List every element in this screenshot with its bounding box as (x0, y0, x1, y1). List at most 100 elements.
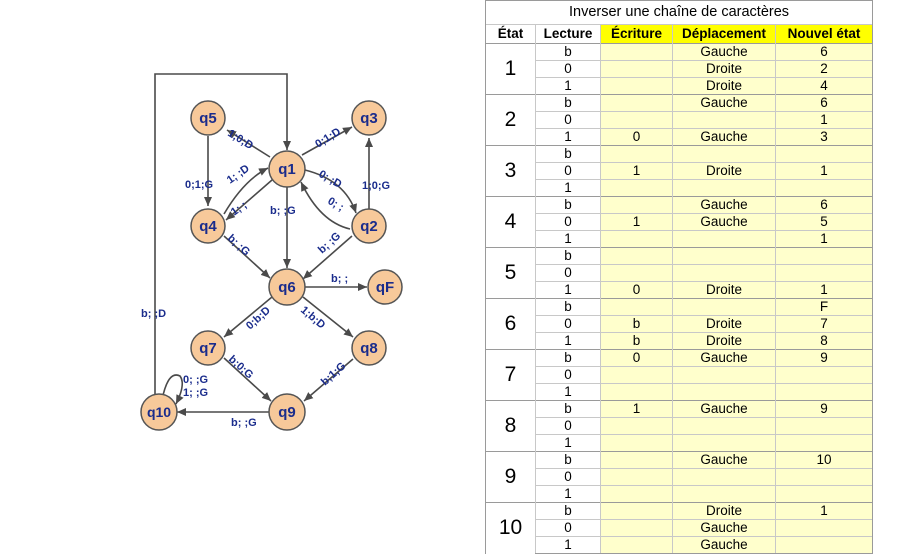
node-q2-label: q2 (360, 218, 378, 235)
node-qF: qF (367, 269, 403, 305)
deplacement-cell: Gauche (672, 400, 776, 418)
deplacement-cell (672, 485, 776, 503)
edge-q4-q6 (223, 235, 271, 279)
table-title: Inverser une chaîne de caractères (484, 0, 874, 25)
table-row: 0 (486, 468, 874, 486)
deplacement-cell (672, 230, 776, 248)
lecture-cell: 1 (535, 128, 601, 146)
edge-q2-q6 (302, 235, 353, 280)
transition-table-grid: Inverser une chaîne de caractères État L… (484, 0, 874, 554)
edge-q10-q1 (154, 73, 291, 398)
table-row: 0 (486, 417, 874, 435)
deplacement-cell (672, 145, 776, 163)
lecture-cell: 1 (535, 230, 601, 248)
nouvel-etat-cell: 6 (774, 94, 874, 112)
node-q5: q5 (190, 100, 226, 136)
label-q10-self-0: 0; ;G (183, 374, 208, 386)
nouvel-etat-cell: 6 (774, 196, 874, 214)
ecriture-cell (600, 468, 673, 486)
edge-q1-q3 (301, 126, 353, 156)
state-cell: 8 (485, 400, 536, 452)
state-cell: 1 (485, 43, 536, 95)
ecriture-cell (600, 485, 673, 503)
lecture-cell: 0 (535, 366, 601, 384)
table-row: 0 (486, 264, 874, 282)
node-q6: q6 (268, 268, 306, 306)
lecture-cell: 1 (535, 383, 601, 401)
edge-q2-q1 (300, 181, 351, 230)
edge-q10-self (161, 374, 184, 405)
lecture-cell: 0 (535, 60, 601, 78)
label-q2-q1: 0; ; (326, 195, 346, 214)
lecture-cell: 0 (535, 468, 601, 486)
node-q9-label: q9 (278, 404, 296, 421)
node-q4-label: q4 (199, 218, 217, 235)
node-q7: q7 (190, 330, 226, 366)
deplacement-cell: Droite (672, 162, 776, 180)
deplacement-cell (672, 383, 776, 401)
deplacement-cell: Droite (672, 77, 776, 95)
nouvel-etat-cell: 5 (774, 213, 874, 231)
ecriture-cell (600, 111, 673, 129)
nouvel-etat-cell (774, 536, 874, 554)
nouvel-etat-cell (774, 366, 874, 384)
lecture-cell: 0 (535, 417, 601, 435)
deplacement-cell: Droite (672, 502, 776, 520)
nouvel-etat-cell: 10 (774, 451, 874, 469)
nouvel-etat-cell: 9 (774, 349, 874, 367)
label-q1-q6: b; ;G (270, 205, 296, 217)
lecture-cell: b (535, 298, 601, 316)
ecriture-cell (600, 417, 673, 435)
label-q4-q6: b; ;G (225, 232, 252, 258)
nouvel-etat-cell (774, 145, 874, 163)
table-row: 1 (486, 179, 874, 197)
deplacement-cell (672, 468, 776, 486)
edges (154, 73, 373, 416)
ecriture-cell (600, 179, 673, 197)
nouvel-etat-cell (774, 179, 874, 197)
ecriture-cell (600, 536, 673, 554)
lecture-cell: b (535, 196, 601, 214)
nouvel-etat-cell (774, 468, 874, 486)
state-cell: 2 (485, 94, 536, 146)
edge-q6-q7 (223, 296, 273, 338)
nouvel-etat-cell (774, 417, 874, 435)
nouvel-etat-cell (774, 519, 874, 537)
node-q8: q8 (351, 330, 387, 366)
ecriture-cell (600, 43, 673, 61)
nouvel-etat-cell: 3 (774, 128, 874, 146)
label-q1-q3: 0;1;D (313, 126, 343, 151)
lecture-cell: 0 (535, 519, 601, 537)
ecriture-cell: 0 (600, 128, 673, 146)
lecture-cell: b (535, 502, 601, 520)
table-title-row: Inverser une chaîne de caractères (484, 0, 874, 25)
node-q1-label: q1 (278, 161, 296, 178)
ecriture-cell (600, 451, 673, 469)
label-q10-self-1: 1; ;G (183, 387, 208, 399)
ecriture-cell: 1 (600, 213, 673, 231)
state-cell: 3 (485, 145, 536, 197)
table-row: 1 (486, 434, 874, 452)
lecture-cell: 0 (535, 213, 601, 231)
nouvel-etat-cell (774, 383, 874, 401)
nouvel-etat-cell: 1 (774, 502, 874, 520)
nouvel-etat-cell: 1 (774, 230, 874, 248)
deplacement-cell: Gauche (672, 43, 776, 61)
nouvel-etat-cell (774, 434, 874, 452)
lecture-cell: 1 (535, 332, 601, 350)
state-cell: 6 (485, 298, 536, 350)
edge-q1-q4 (225, 179, 273, 221)
